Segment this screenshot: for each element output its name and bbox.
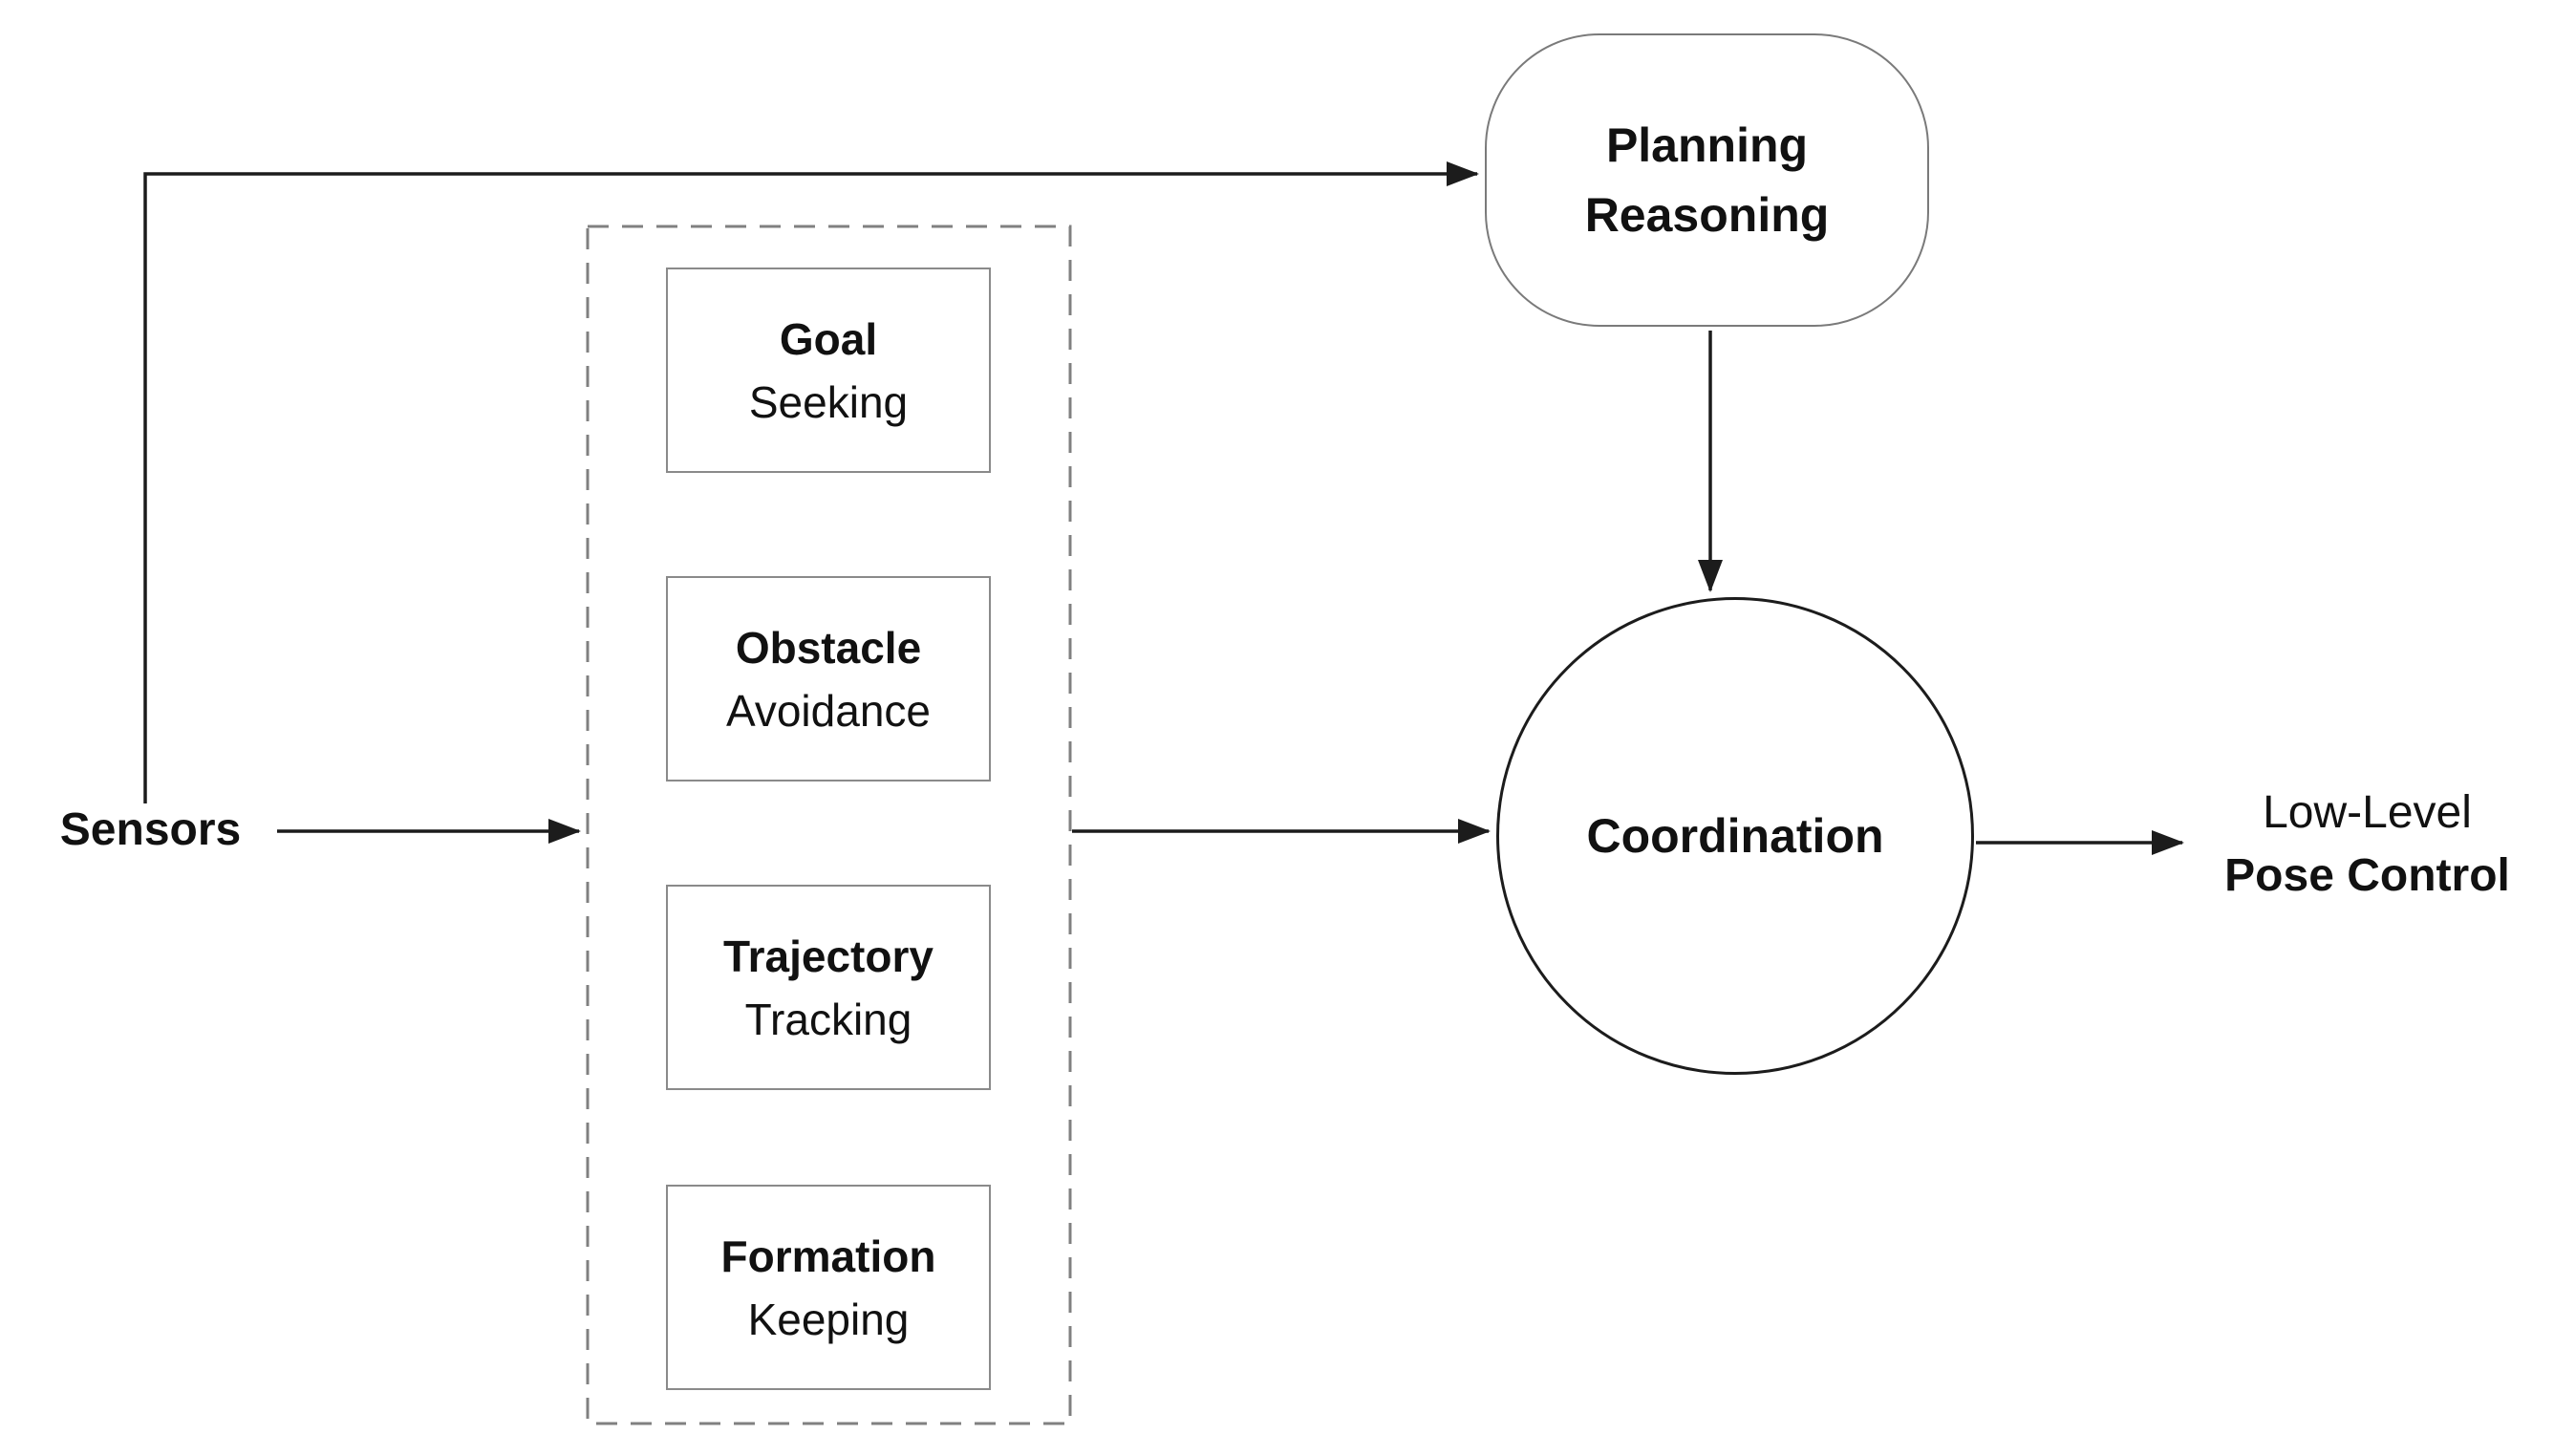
arrow-sensors-to-planning [143,161,1479,803]
behavior-box-title: Obstacle [735,622,922,673]
output-label: Low-Level Pose Control [2183,782,2551,908]
behavior-box-subtitle: Seeking [748,376,909,427]
behavior-box-title: Trajectory [723,931,934,981]
behavior-box-obstacle-avoidance: Obstacle Avoidance [666,576,991,782]
output-label-line1: Low-Level [2263,787,2472,838]
coordination-node: Coordination [1496,597,1974,1075]
planning-reasoning-node: Planning Reasoning [1485,33,1929,327]
behavior-box-formation-keeping: Formation Keeping [666,1185,991,1390]
sensors-label: Sensors [59,804,242,855]
planning-node-line1: Planning [1605,118,1809,172]
behavior-box-subtitle: Avoidance [726,685,931,736]
behavior-box-title: Goal [779,313,878,364]
behavior-box-subtitle: Keeping [747,1294,910,1344]
behavior-box-goal-seeking: Goal Seeking [666,268,991,473]
output-label-line2: Pose Control [2224,850,2510,901]
behavior-group-outline [586,225,1072,1425]
behavior-box-title: Formation [720,1231,936,1281]
behavior-box-subtitle: Tracking [744,994,912,1044]
planning-node-line2: Reasoning [1584,187,1830,242]
coordination-label: Coordination [1586,809,1884,863]
behavior-box-trajectory-tracking: Trajectory Tracking [666,885,991,1090]
